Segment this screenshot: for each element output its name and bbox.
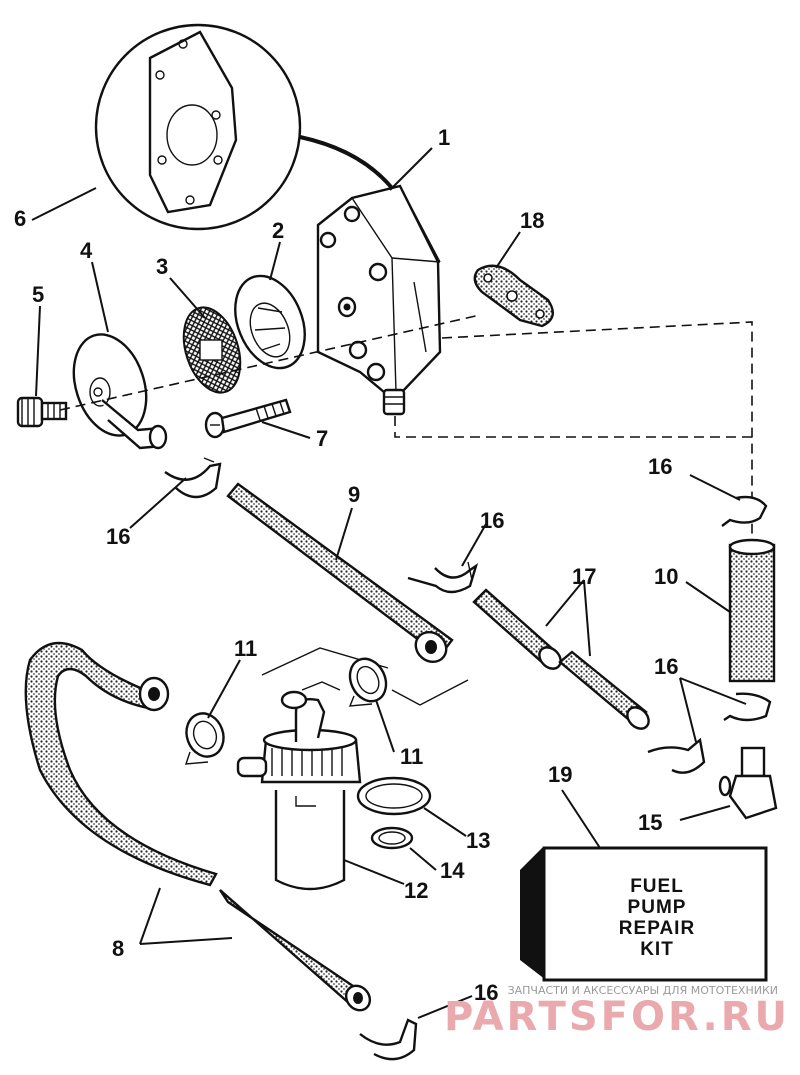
callout-4: 4: [80, 238, 93, 263]
assembly-dashed-lines: [59, 314, 753, 706]
gasket-detail-circle: [94, 23, 394, 231]
callout-16-d: 16: [654, 654, 678, 679]
fuel-hose-u-shaped: [24, 641, 372, 1012]
filter-screen: [182, 306, 242, 394]
callout-19: 19: [548, 762, 572, 787]
callout-11-right: 11: [400, 744, 423, 769]
fuel-pump-body: [316, 184, 442, 416]
callout-11-left: 11: [234, 636, 257, 661]
hose-clamp-a: [184, 712, 225, 765]
callout-9: 9: [348, 482, 360, 507]
repair-kit-box: FUEL PUMP REPAIR KIT: [520, 846, 768, 982]
callout-14: 14: [440, 858, 465, 883]
hose-clip-a: [164, 457, 222, 499]
callout-16-c: 16: [648, 454, 672, 479]
fuel-hose-short-a: [472, 588, 562, 670]
mounting-gasket: [473, 264, 554, 328]
callout-3: 3: [156, 254, 168, 279]
kit-label-line-1: FUEL: [630, 876, 684, 897]
kit-label-line-4: KIT: [640, 939, 674, 960]
callout-10: 10: [654, 564, 678, 589]
callout-17: 17: [572, 564, 596, 589]
callout-1: 1: [438, 125, 450, 150]
hose-clamp-b: [348, 657, 388, 707]
leader-lines: [31, 147, 747, 1019]
hose-clip-e: [647, 737, 706, 774]
fuel-hose-long: [226, 482, 454, 664]
o-ring-large: [356, 776, 432, 816]
callout-5: 5: [32, 282, 44, 307]
hose-clip-c: [721, 495, 768, 527]
callout-16-b: 16: [480, 508, 504, 533]
callout-18: 18: [520, 208, 544, 233]
fuel-filter-assembly: [236, 690, 362, 891]
fuel-hose-short-b: [558, 650, 650, 730]
hose-clip-f: [359, 1018, 418, 1061]
diaphragm-plate: [234, 274, 306, 370]
callout-numbers: 1 2 3 4 5 6 7 8 9 10 11 11 12 13 14 15 1…: [14, 125, 678, 1005]
elbow-fitting: [718, 746, 778, 820]
callout-2: 2: [272, 218, 284, 243]
kit-label-line-2: PUMP: [628, 897, 687, 918]
thumb-screw: [16, 396, 68, 428]
callout-8: 8: [112, 936, 124, 961]
callout-6: 6: [14, 206, 26, 231]
kit-label-line-3: REPAIR: [619, 918, 695, 939]
inline-fuel-filter: [728, 538, 776, 683]
callout-12: 12: [404, 878, 428, 903]
callout-16-a: 16: [106, 524, 130, 549]
callout-7: 7: [316, 426, 328, 451]
o-ring-small: [370, 826, 414, 850]
hose-clip-b: [407, 561, 479, 594]
callout-13: 13: [466, 828, 490, 853]
watermark: ЗАПЧАСТИ И АКСЕССУАРЫ ДЛЯ МОТОТЕХНИКИ PA…: [444, 984, 790, 1040]
pump-cover: [72, 333, 168, 450]
callout-15: 15: [638, 810, 662, 835]
mounting-screw: [204, 398, 292, 439]
watermark-tagline: ЗАПЧАСТИ И АКСЕССУАРЫ ДЛЯ МОТОТЕХНИКИ: [508, 984, 778, 997]
callout-16-e: 16: [474, 980, 498, 1005]
watermark-brand: PARTSFOR.RU: [444, 994, 790, 1040]
